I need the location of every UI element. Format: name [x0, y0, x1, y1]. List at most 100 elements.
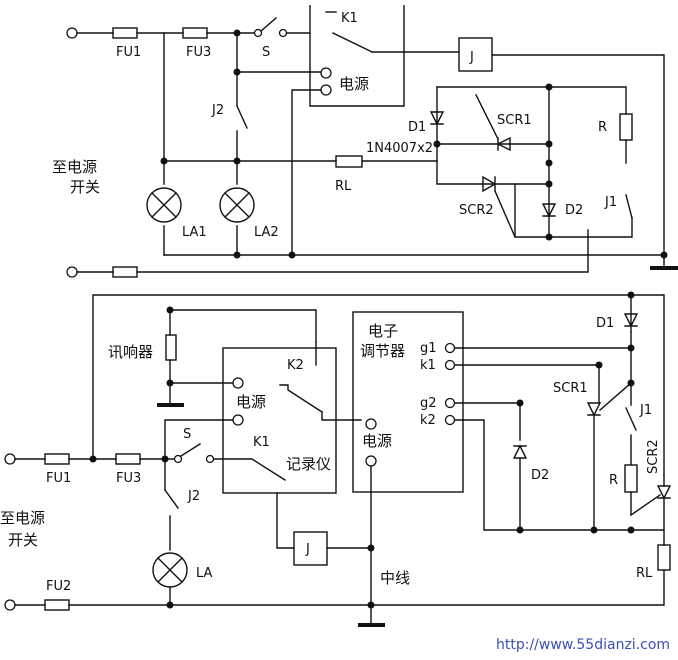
top-scr1 — [475, 94, 511, 152]
bottom-diode-d2-label: D2 — [531, 468, 549, 483]
top-power-terminal-2 — [320, 84, 332, 96]
top-contact-j2 — [236, 105, 248, 129]
bottom-resistor-r — [624, 464, 638, 493]
bottom-relay-j-label: J — [305, 542, 310, 557]
top-relay-k1-contact — [332, 32, 373, 53]
bottom-relay-k1-contact — [213, 458, 286, 481]
bottom-to-power-switch-line1: 至电源 — [0, 509, 45, 527]
top-fuse-fu1 — [112, 27, 138, 39]
bottom-recorder-power-terminal-1 — [232, 377, 244, 389]
bottom-terminal-g2 — [444, 397, 456, 409]
bottom-neutral-label: 中线 — [380, 569, 410, 587]
bottom-switch-s-blade — [180, 443, 201, 457]
bottom-relay-k1-label: K1 — [253, 435, 270, 450]
bottom-regulator-power-terminal-1 — [365, 418, 377, 430]
top-relay-j — [458, 37, 493, 72]
bottom-terminal-g2-label: g2 — [420, 396, 437, 411]
bottom-contact-j1 — [625, 407, 637, 431]
top-contact-j1 — [625, 194, 633, 219]
bottom-contact-j2-label: J2 — [187, 489, 200, 504]
top-switch-s-contact-b — [278, 28, 288, 38]
top-fuse-fu2 — [112, 266, 138, 278]
top-diode-d2-label: D2 — [565, 203, 583, 218]
bottom-terminal-k1 — [444, 359, 456, 371]
top-contact-j1-label: J1 — [604, 195, 617, 210]
bottom-relay-j — [293, 531, 328, 566]
top-fu3-label: FU3 — [186, 45, 211, 60]
top-switch-s-blade — [260, 17, 277, 32]
bottom-regulator-line2: 调节器 — [360, 342, 405, 360]
bottom-relay-k2-label: K2 — [287, 358, 304, 373]
bottom-resistor-rl — [657, 544, 671, 571]
bottom-recorder-label: 记录仪 — [286, 455, 331, 473]
bottom-terminal-g1 — [444, 342, 456, 354]
bottom-terminal-g1-label: g1 — [420, 341, 437, 356]
top-relay-k1-box — [309, 5, 405, 107]
top-lamp-la2 — [219, 187, 255, 223]
top-relay-k1-label: K1 — [341, 11, 358, 26]
top-lamp-la1 — [146, 187, 182, 223]
bottom-resistor-r-label: R — [609, 473, 618, 488]
bottom-fuse-fu1 — [44, 453, 70, 465]
bottom-input-terminal-1 — [4, 453, 16, 465]
bottom-contact-j1-label: J1 — [639, 403, 652, 418]
top-scr2 — [482, 175, 516, 238]
watermark-text: http://www.55dianzi.com — [496, 637, 670, 653]
bottom-regulator-power-terminal-2 — [365, 455, 377, 467]
bottom-lamp-la-label: LA — [196, 566, 213, 581]
bottom-scr1 — [586, 364, 632, 531]
bottom-terminal-k1-label: k1 — [420, 358, 436, 373]
bottom-terminal-k2 — [444, 414, 456, 426]
bottom-buzzer-label: 讯响器 — [108, 343, 153, 361]
top-fuse-fu3 — [182, 27, 208, 39]
bottom-contact-j2 — [164, 489, 179, 509]
bottom-diode-d1 — [623, 313, 639, 328]
top-diode-part-label: 1N4007x2 — [366, 141, 433, 156]
top-power-terminal-1 — [320, 67, 332, 79]
top-resistor-rl — [335, 155, 363, 168]
top-lamp-la1-label: LA1 — [182, 225, 207, 240]
top-to-power-switch-line1: 至电源 — [52, 158, 97, 176]
top-scr2-label: SCR2 — [459, 203, 494, 218]
top-fu1-label: FU1 — [116, 45, 141, 60]
top-lamp-la2-label: LA2 — [254, 225, 279, 240]
bottom-switch-s-label: S — [183, 427, 191, 442]
top-diode-d1-label: D1 — [408, 120, 426, 135]
bottom-to-power-switch-line2: 开关 — [8, 531, 38, 549]
top-diode-d1 — [429, 111, 445, 126]
bottom-diode-d2 — [512, 444, 528, 459]
bottom-input-terminal-2 — [4, 599, 16, 611]
bottom-buzzer — [165, 334, 177, 361]
bottom-fuse-fu2 — [44, 599, 70, 611]
bottom-lamp-la — [152, 552, 188, 588]
top-relay-j-label: J — [469, 50, 474, 65]
bottom-fu2-label: FU2 — [46, 579, 71, 594]
top-input-terminal-2 — [66, 266, 78, 278]
bottom-scr1-label: SCR1 — [553, 381, 588, 396]
bottom-regulator-box — [352, 311, 464, 493]
bottom-fuse-fu3 — [115, 453, 141, 465]
bottom-recorder-power-terminal-2 — [232, 414, 244, 426]
bottom-switch-s-contact-a — [173, 454, 183, 464]
bottom-fu3-label: FU3 — [116, 471, 141, 486]
bottom-switch-s-contact-b — [205, 454, 215, 464]
top-resistor-r-label: R — [598, 120, 607, 135]
bottom-regulator-power-label: 电源 — [362, 432, 392, 450]
top-diode-d2 — [541, 203, 557, 218]
top-circuit: FU1 FU3 S K1 电源 J J2 LA1 LA2 RL 至电源 开关 D… — [52, 5, 678, 278]
bottom-recorder-power-label: 电源 — [236, 393, 266, 411]
top-switch-s-label: S — [262, 45, 270, 60]
top-resistor-rl-label: RL — [335, 179, 352, 194]
bottom-terminal-k2-label: k2 — [420, 413, 436, 428]
top-resistor-r — [619, 113, 633, 141]
bottom-relay-k2-contact — [279, 384, 323, 413]
bottom-fu1-label: FU1 — [46, 471, 71, 486]
top-scr1-label: SCR1 — [497, 113, 532, 128]
bottom-diode-d1-label: D1 — [596, 316, 614, 331]
bottom-scr2-label: SCR2 — [646, 439, 661, 474]
bottom-resistor-rl-label: RL — [636, 566, 653, 581]
top-switch-s-contact-a — [253, 28, 263, 38]
bottom-circuit: 讯响器 电源 K2 K1 记录仪 电子 调节器 g1 k1 g2 k2 电源 S… — [0, 291, 672, 653]
top-contact-j2-label: J2 — [211, 103, 224, 118]
